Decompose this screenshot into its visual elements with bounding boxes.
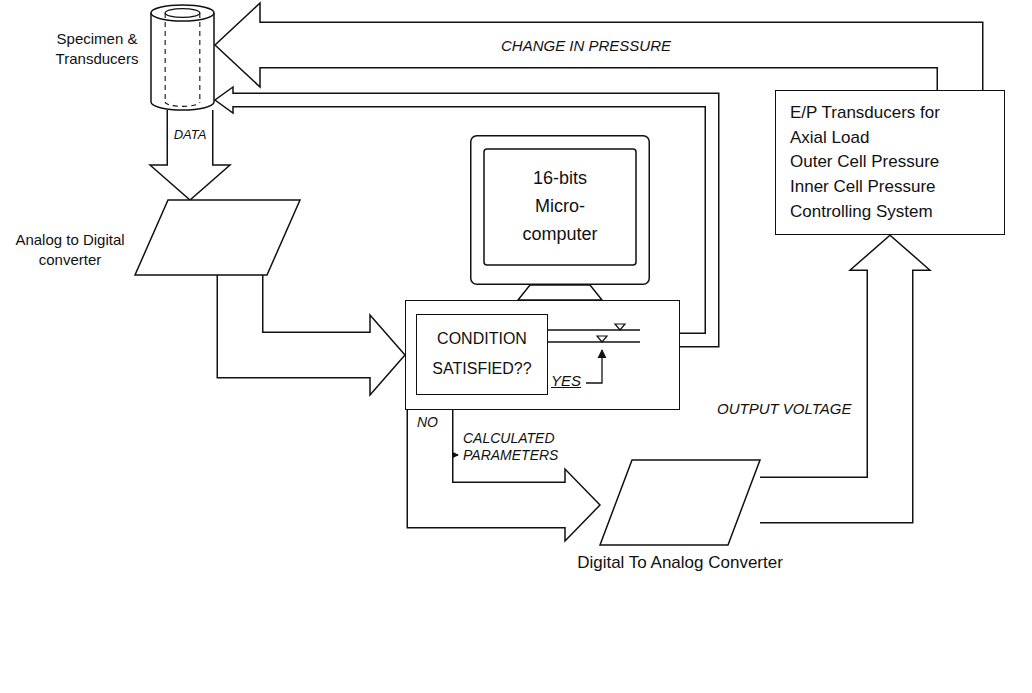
branch-label: YES — [550, 372, 582, 389]
slider-knob — [615, 324, 625, 330]
arrow-fill — [760, 268, 890, 500]
hollow-arrow — [430, 410, 600, 541]
node-text: 16-bits Micro- computer — [514, 165, 606, 249]
text-holder: CONDITION SATISFIED?? — [416, 314, 548, 395]
edge-label: CALCULATED PARAMETERS — [462, 430, 566, 464]
monitor-stand — [518, 285, 602, 300]
arrow-head — [215, 3, 260, 87]
para2-outline — [600, 460, 760, 545]
monitor-screen — [484, 149, 636, 265]
edge-label-holder: CALCULATED PARAMETERS — [462, 430, 566, 464]
arrow-fill — [430, 410, 567, 505]
text-holder: E/P Transducers forAxial LoadOuter Cell … — [776, 91, 1004, 234]
slider-knob — [597, 336, 607, 342]
node-text: Analog to Digital converter — [11, 230, 129, 269]
hollow-arrow — [760, 235, 930, 500]
controller-box: E/P Transducers forAxial LoadOuter Cell … — [775, 90, 1005, 235]
cylinder-top — [151, 5, 214, 21]
arrow-head — [565, 469, 600, 541]
edge-label: DATA — [173, 127, 208, 143]
hollow-arrow — [150, 110, 230, 200]
arrow-fill — [231, 100, 712, 340]
node-text: Digital To Analog Converter — [560, 553, 800, 573]
monitor-frame — [471, 136, 650, 285]
arrow-head — [850, 235, 930, 270]
node-text: Controlling System — [790, 200, 990, 225]
computer-unit: CONDITION SATISFIED?? — [405, 300, 680, 410]
converter-parallelogram: Analog to Digital converter — [135, 200, 300, 275]
edge-label-holder: OUTPUT VOLTAGE — [716, 400, 852, 418]
parallelogram — [600, 460, 760, 545]
text-holder: Specimen & Transducers — [50, 29, 144, 70]
text-holder: Analog to Digital converter — [11, 230, 129, 269]
branch-label: NO — [416, 414, 439, 430]
node-text: Inner Cell Pressure — [790, 175, 990, 200]
label-holder: NO — [416, 414, 439, 430]
slider-track — [548, 329, 640, 331]
edge-label-holder: CHANGE IN PRESSURE — [500, 37, 672, 55]
label-holder: YES — [550, 372, 582, 389]
arrow-head — [370, 315, 405, 395]
cylinder-bore — [165, 9, 200, 18]
slider-track — [548, 341, 640, 343]
node-text: E/P Transducers for — [790, 101, 990, 126]
node-text: CONDITION SATISFIED?? — [416, 314, 548, 395]
specimen-cylinder: Specimen & Transducers — [150, 5, 215, 110]
parallelogram — [135, 200, 300, 275]
computer-monitor: 16-bits Micro- computer — [470, 135, 650, 285]
cyl-outline — [150, 5, 215, 110]
arrow-head — [150, 165, 230, 200]
edge-label: CHANGE IN PRESSURE — [500, 37, 672, 55]
arrow-fill — [240, 275, 372, 355]
para-outline — [135, 200, 300, 275]
hidden-bore — [165, 13, 200, 106]
arrow-outline — [233, 100, 712, 340]
text-holder: 16-bits Micro- computer — [484, 149, 636, 265]
cylinder-body — [151, 13, 214, 110]
hollow-arrow — [215, 3, 960, 90]
text-holder: Digital To Analog Converter — [560, 553, 800, 573]
arrow-head — [215, 87, 233, 113]
hollow-arrow — [240, 275, 405, 395]
yes-pointer — [586, 350, 602, 383]
converter-parallelogram: Digital To Analog Converter — [600, 460, 760, 545]
arrow-fill — [168, 110, 212, 167]
edge-label: OUTPUT VOLTAGE — [716, 400, 852, 418]
node-text: Axial Load — [790, 126, 990, 151]
node-text: Outer Cell Pressure — [790, 150, 990, 175]
node-text: Specimen & Transducers — [50, 29, 144, 70]
edge-label-holder: DATA — [173, 127, 208, 143]
